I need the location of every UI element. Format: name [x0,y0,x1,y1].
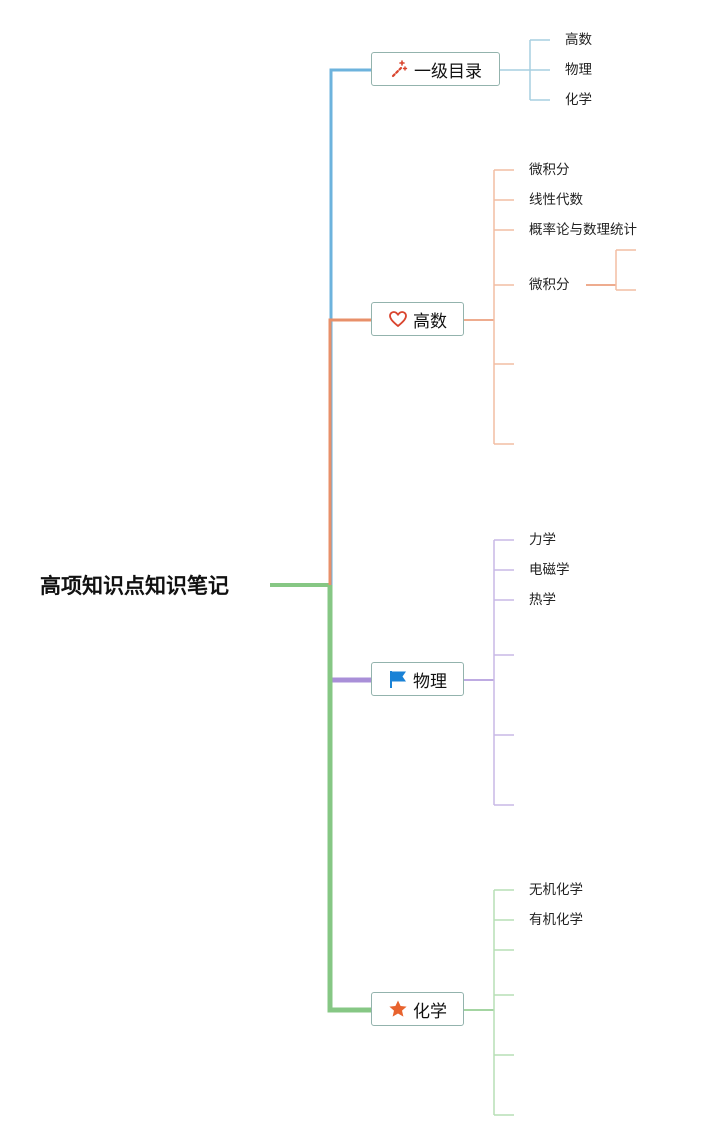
chemistry-branch-line [327,585,372,1013]
root-topic[interactable]: 高项知识点知识笔记 [40,574,229,598]
topic-toc-label: 一级目录 [414,61,482,82]
topic-physics[interactable]: 物理 [371,662,464,696]
subtopic-toc-1[interactable]: 高数 [565,32,592,48]
topic-chemistry[interactable]: 化学 [371,992,464,1026]
star-icon [388,999,408,1019]
subtopic-physics-2[interactable]: 电磁学 [529,562,570,578]
magic-wand-icon [389,59,409,79]
subtopic-chemistry-2[interactable]: 有机化学 [529,912,583,928]
subtopic-math-2[interactable]: 线性代数 [529,192,583,208]
subtopic-math-3[interactable]: 概率论与数理统计 [529,222,637,238]
math-children-connectors [464,169,636,445]
topic-math[interactable]: 高数 [371,302,464,336]
subtopic-toc-3[interactable]: 化学 [565,92,592,108]
heart-icon [388,309,408,329]
flag-icon [388,669,408,689]
subtopic-chemistry-1[interactable]: 无机化学 [529,882,583,898]
topic-chemistry-label: 化学 [413,1001,447,1022]
topic-physics-label: 物理 [413,671,447,692]
subtopic-math-4[interactable]: 微积分 [529,277,570,293]
topic-toc[interactable]: 一级目录 [371,52,500,86]
toc-children-connectors [500,39,550,101]
topic-math-label: 高数 [413,311,447,332]
subtopic-toc-2[interactable]: 物理 [565,62,592,78]
subtopic-physics-1[interactable]: 力学 [529,532,556,548]
subtopic-physics-3[interactable]: 热学 [529,592,556,608]
math-branch-line [328,318,372,585]
physics-children-connectors [464,539,514,806]
physics-branch-line [327,585,372,683]
chemistry-children-connectors [464,889,514,1116]
toc-branch-line [329,68,372,585]
subtopic-math-1[interactable]: 微积分 [529,162,570,178]
